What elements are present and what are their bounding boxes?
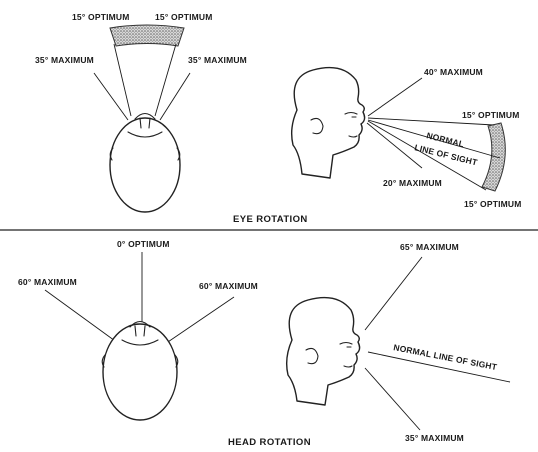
- eye-top-right-optimum-label: 15° OPTIMUM: [155, 12, 213, 22]
- head-side-down-line: [365, 368, 420, 430]
- eye-optimum-arc: [110, 25, 184, 46]
- eye-top-right-maximum-label: 35° MAXIMUM: [188, 55, 247, 65]
- head-rotation-top-view: 0° OPTIMUM 60° MAXIMUM 60° MAXIMUM: [18, 239, 258, 420]
- eye-side-maximum-down-line: [367, 123, 422, 168]
- eye-optimum-line-right: [155, 44, 176, 116]
- head-top-view-rotation: [102, 322, 178, 421]
- head-top-right-maximum-label: 60° MAXIMUM: [199, 281, 258, 291]
- eye-maximum-line-right: [160, 73, 190, 120]
- eye-rotation-title: EYE ROTATION: [233, 214, 308, 225]
- head-rotation-side-view: 65° MAXIMUM NORMAL LINE OF SIGHT 35° MAX…: [287, 242, 510, 443]
- head-maximum-line-right: [162, 297, 234, 346]
- head-side-up-line: [365, 257, 422, 330]
- eye-side-normal-label-2: LINE OF SIGHT: [414, 142, 480, 167]
- head-side-view-eye: [292, 68, 365, 178]
- eye-side-maximum-up-line: [368, 78, 422, 116]
- eye-side-down-optimum-label: 15° OPTIMUM: [464, 199, 522, 209]
- eye-side-down-maximum-label: 20° MAXIMUM: [383, 178, 442, 188]
- head-top-left-maximum-label: 60° MAXIMUM: [18, 277, 77, 287]
- eye-optimum-line-left: [114, 44, 131, 116]
- head-rotation-title: HEAD ROTATION: [228, 437, 311, 448]
- eye-top-left-maximum-label: 35° MAXIMUM: [35, 55, 94, 65]
- eye-top-left-optimum-label: 15° OPTIMUM: [72, 12, 130, 22]
- head-top-view: [110, 114, 180, 213]
- eye-side-optimum-arc: [482, 123, 505, 191]
- head-side-view-rotation: [287, 298, 360, 405]
- head-top-optimum-label: 0° OPTIMUM: [117, 239, 170, 249]
- head-side-down-maximum-label: 35° MAXIMUM: [405, 433, 464, 443]
- eye-side-up-optimum-label: 15° OPTIMUM: [462, 110, 520, 120]
- eye-side-up-maximum-label: 40° MAXIMUM: [424, 67, 483, 77]
- eye-rotation-top-view: 15° OPTIMUM 15° OPTIMUM 35° MAXIMUM 35° …: [35, 12, 247, 212]
- eye-rotation-side-view: 40° MAXIMUM 15° OPTIMUM NORMAL LINE OF S…: [292, 67, 522, 209]
- head-maximum-line-left: [45, 290, 122, 346]
- head-side-normal-label: NORMAL LINE OF SIGHT: [393, 342, 499, 372]
- head-side-up-maximum-label: 65° MAXIMUM: [400, 242, 459, 252]
